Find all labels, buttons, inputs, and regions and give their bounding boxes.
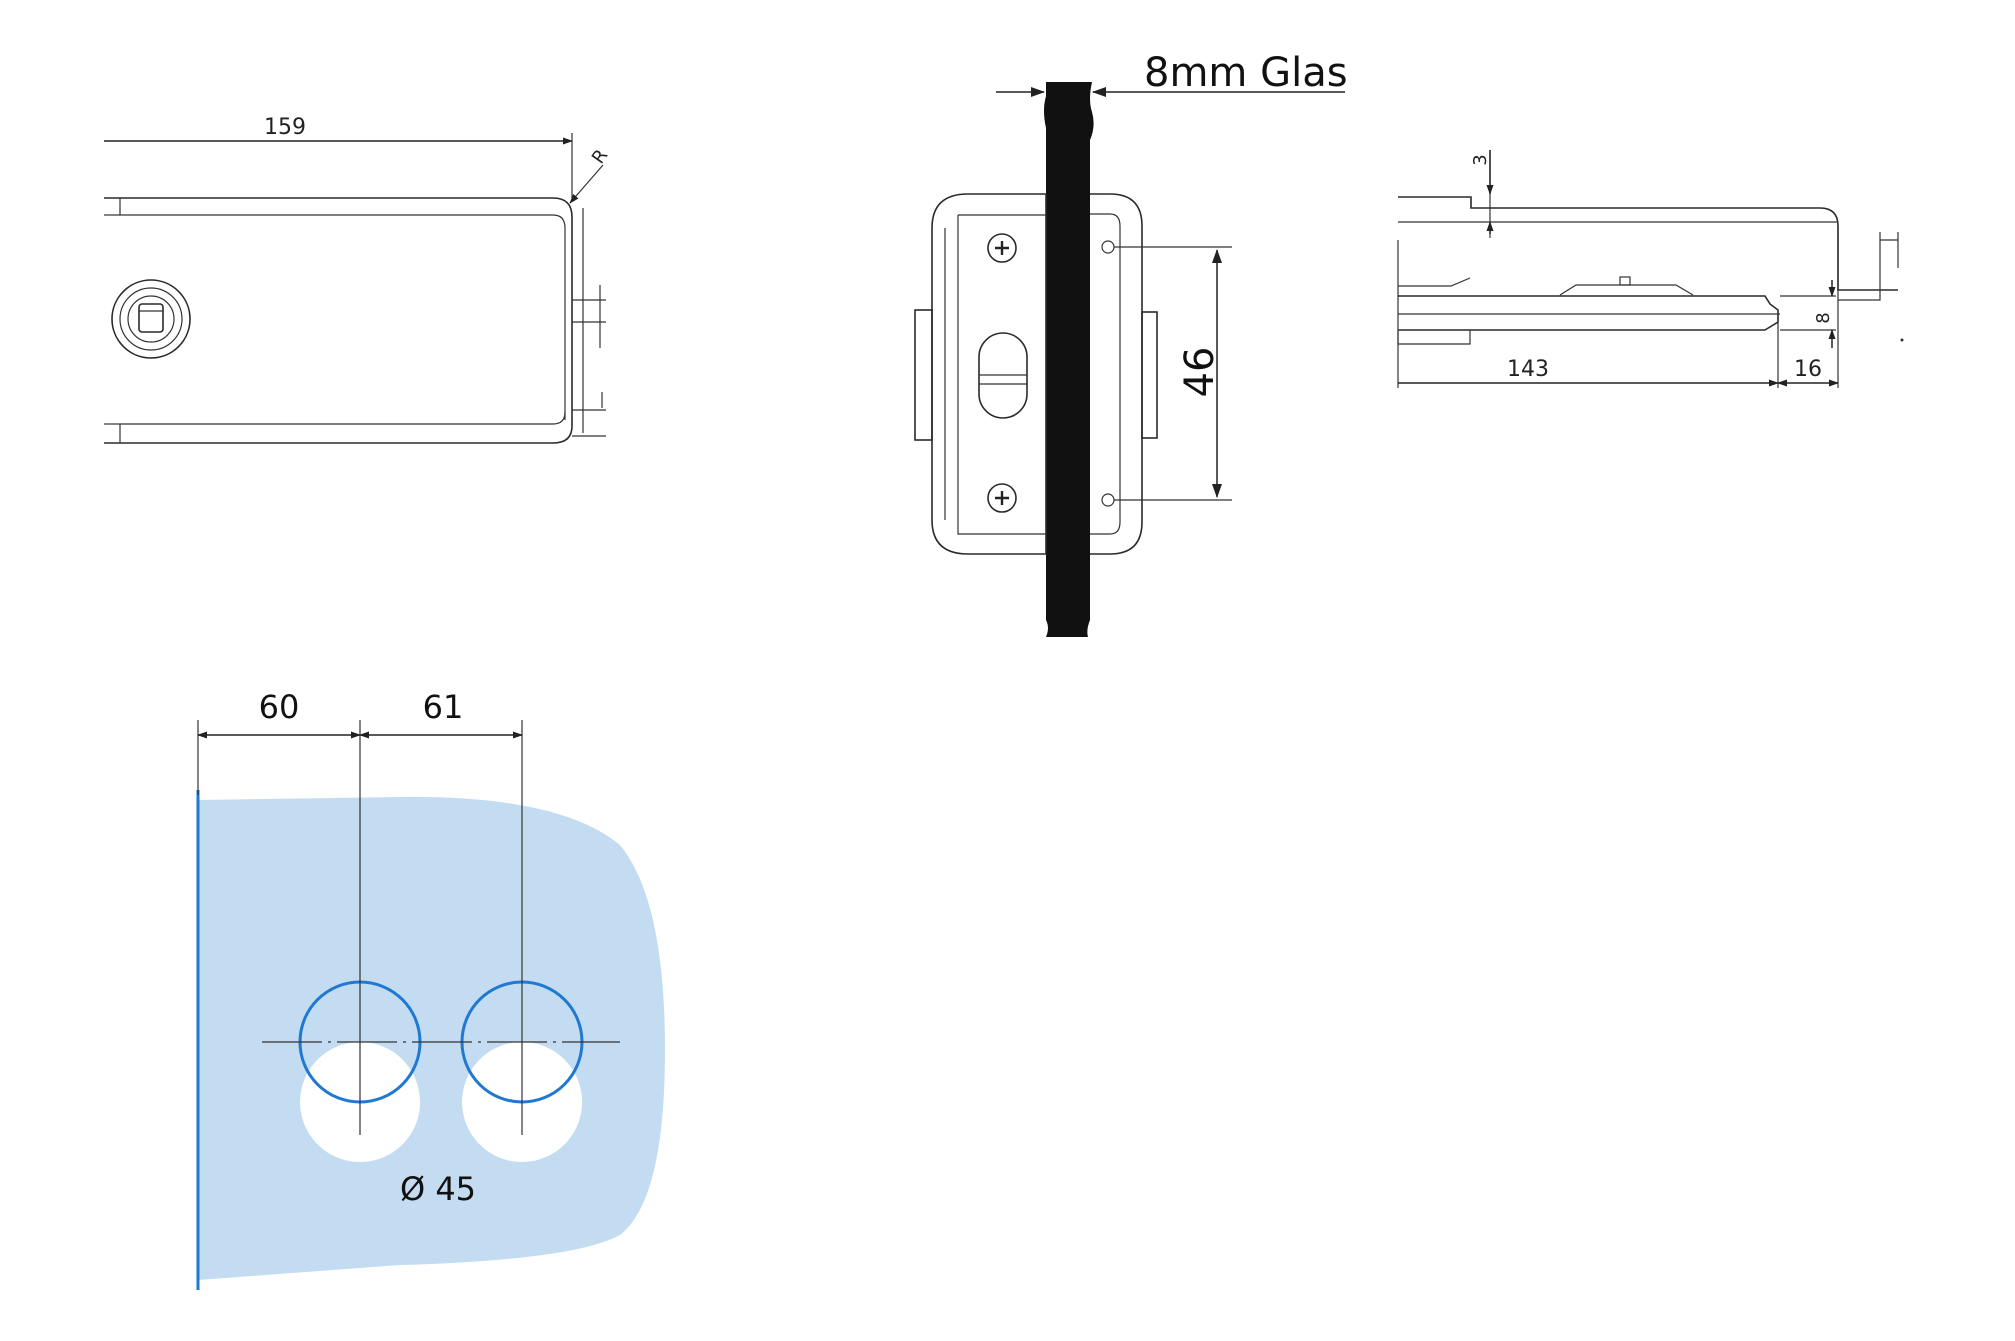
dimension-143-label: 143: [1507, 357, 1549, 382]
glass-plate: [198, 796, 665, 1280]
screw-bottom-icon: [987, 483, 1017, 513]
hole-diameter-label: Ø 45: [400, 1170, 476, 1208]
housing-inner-top: [119, 198, 566, 420]
lock-cylinder-icon: [111, 279, 191, 359]
left-housing: [931, 193, 1047, 555]
corner-radius-leader: [569, 164, 604, 204]
center-view: 8mm Glas 46: [914, 50, 1348, 637]
right-view: 3 8 143 16: [1397, 150, 1904, 388]
pin-top-icon: [1101, 240, 1115, 254]
dimension-16-label: 16: [1794, 357, 1822, 382]
right-view-plate: [1398, 295, 1779, 331]
corner-radius-label: R: [588, 146, 612, 168]
screw-top-icon: [987, 233, 1017, 263]
glass-panel: [1044, 82, 1094, 637]
pin-bottom-icon: [1101, 493, 1115, 507]
dimension-159-label: 159: [264, 115, 306, 140]
dimension-60-label: 60: [259, 688, 300, 726]
top-left-view: 159 R: [104, 115, 612, 444]
dimension-8-label: 8: [1813, 312, 1834, 323]
glass-thickness-label: 8mm Glas: [1144, 50, 1348, 96]
dimension-61-label: 61: [423, 688, 464, 726]
dimension-3-label: 3: [1470, 154, 1491, 165]
dimension-46-label: 46: [1177, 347, 1223, 398]
glass-cutout-view: 60 61 Ø 45: [196, 688, 665, 1290]
housing-inner-bottom: [119, 411, 566, 443]
